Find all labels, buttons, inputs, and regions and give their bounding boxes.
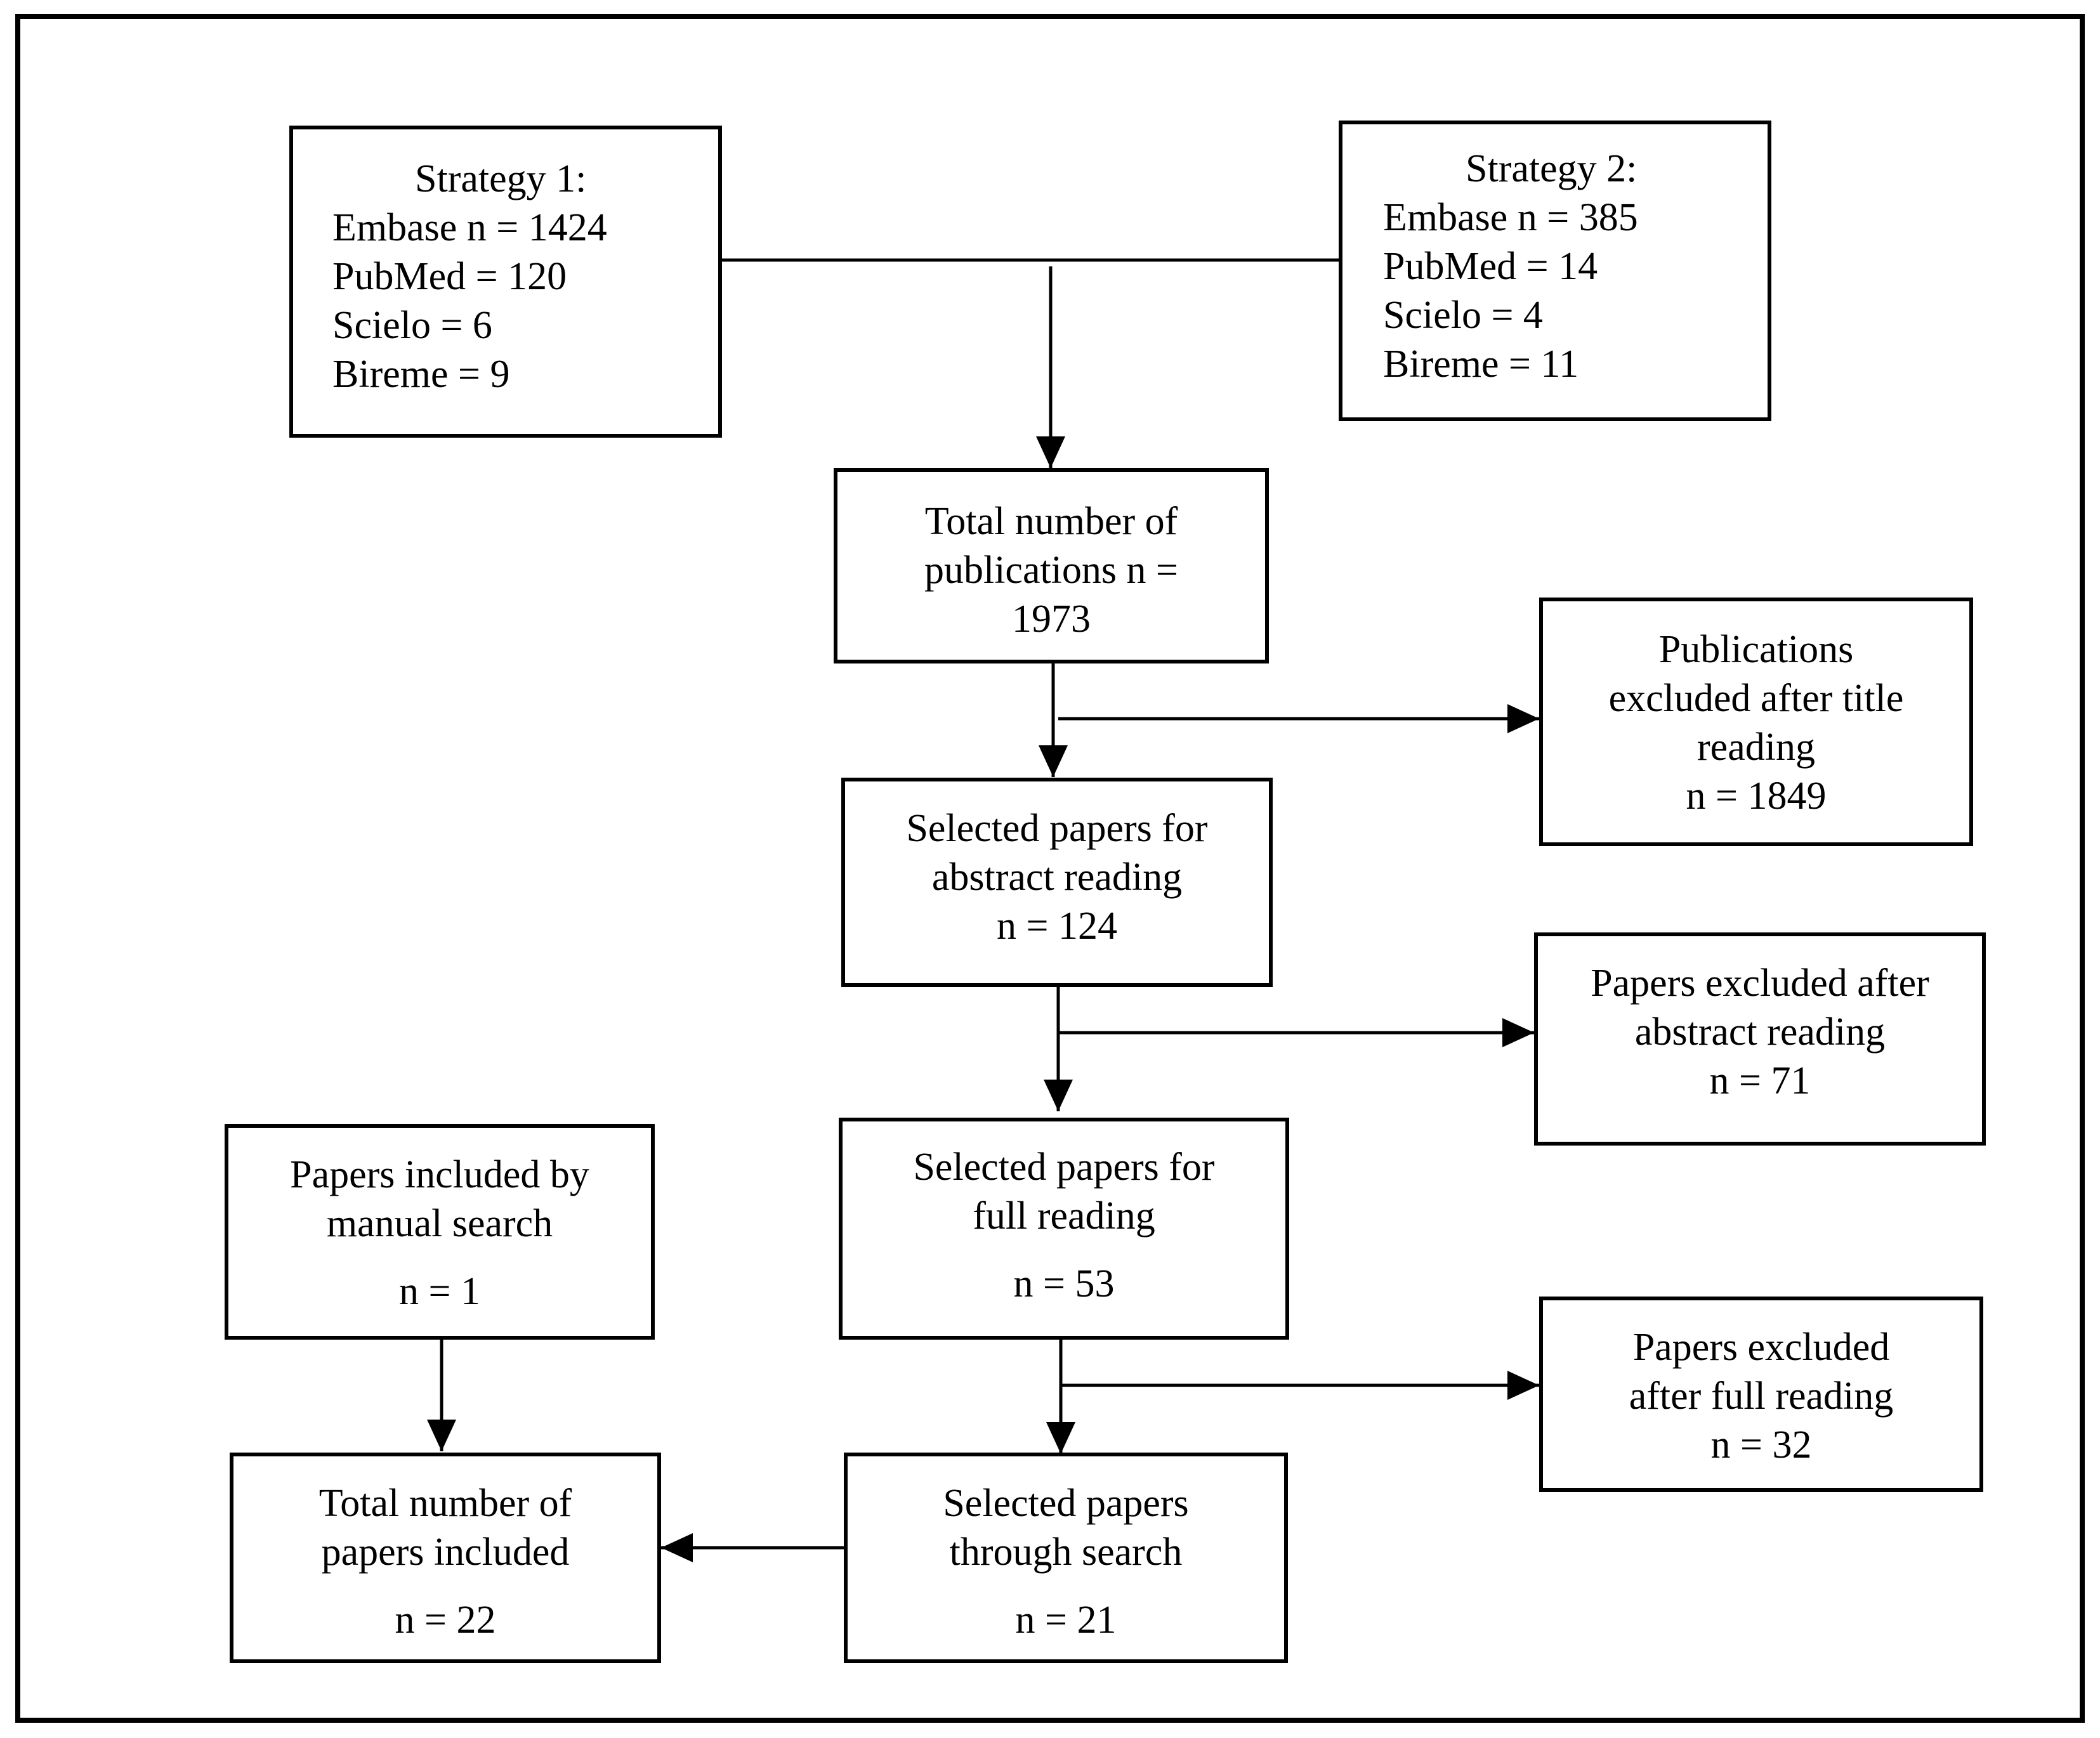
total-publications-line: 1973 [1012,598,1091,641]
strategy-2-line: Embase n = 385 [1383,196,1638,239]
total-included-line: papers included [321,1531,570,1574]
excluded-abstract-line: abstract reading [1634,1010,1886,1054]
manual-search-line: manual search [326,1202,553,1245]
manual-search-count: n = 1 [399,1270,480,1313]
selected-search-line: Selected papers [943,1482,1189,1525]
strategy-2-box: Strategy 2: Embase n = 385 PubMed = 14 S… [1339,121,1771,421]
manual-search-line: Papers included by [290,1153,589,1196]
strategy-2-line: Scielo = 4 [1383,294,1543,337]
strategy-2-line: Bireme = 11 [1383,343,1579,386]
selected-full-line: full reading [973,1194,1155,1238]
excluded-title-line: n = 1849 [1686,774,1827,818]
excluded-full-box: Papers excluded after full reading n = 3… [1539,1297,1983,1492]
manual-search-box: Papers included by manual search n = 1 [225,1124,655,1340]
excluded-title-line: Publications [1658,628,1854,671]
excluded-title-box: Publications excluded after title readin… [1539,598,1973,846]
total-included-count: n = 22 [395,1598,496,1642]
strategy-1-line: Embase n = 1424 [332,206,607,249]
total-publications-box: Total number of publications n = 1973 [834,468,1269,663]
total-included-line: Total number of [318,1482,572,1525]
excluded-abstract-line: Papers excluded after [1591,962,1929,1005]
strategy-2-title: Strategy 2: [1466,147,1637,190]
strategy-1-title: Strategy 1: [415,157,587,200]
selected-abstract-box: Selected papers for abstract reading n =… [841,778,1273,987]
selected-full-count: n = 53 [1013,1262,1115,1305]
total-publications-line: publications n = [924,549,1179,592]
selected-search-count: n = 21 [1015,1598,1117,1642]
strategy-1-line: Bireme = 9 [332,353,510,396]
excluded-abstract-line: n = 71 [1709,1059,1811,1102]
total-publications-line: Total number of [924,500,1178,543]
selected-abstract-line: Selected papers for [906,807,1208,850]
selected-abstract-line: n = 124 [997,905,1117,948]
strategy-1-box: Strategy 1: Embase n = 1424 PubMed = 120… [289,126,722,438]
excluded-full-line: after full reading [1629,1375,1894,1418]
excluded-full-line: Papers excluded [1632,1326,1890,1369]
selected-full-box: Selected papers for full reading n = 53 [839,1118,1289,1340]
selected-search-box: Selected papers through search n = 21 [844,1453,1288,1663]
selected-search-line: through search [949,1531,1183,1574]
excluded-full-line: n = 32 [1710,1423,1812,1467]
strategy-2-line: PubMed = 14 [1383,245,1598,288]
selected-full-line: Selected papers for [913,1146,1215,1189]
strategy-1-line: Scielo = 6 [332,304,492,347]
total-included-box: Total number of papers included n = 22 [230,1453,661,1663]
excluded-title-line: excluded after title [1608,677,1904,720]
excluded-title-line: reading [1697,726,1815,769]
selected-abstract-line: abstract reading [931,856,1183,899]
strategy-1-line: PubMed = 120 [332,255,567,298]
excluded-abstract-box: Papers excluded after abstract reading n… [1534,932,1986,1146]
diagram-frame [15,14,2085,1723]
